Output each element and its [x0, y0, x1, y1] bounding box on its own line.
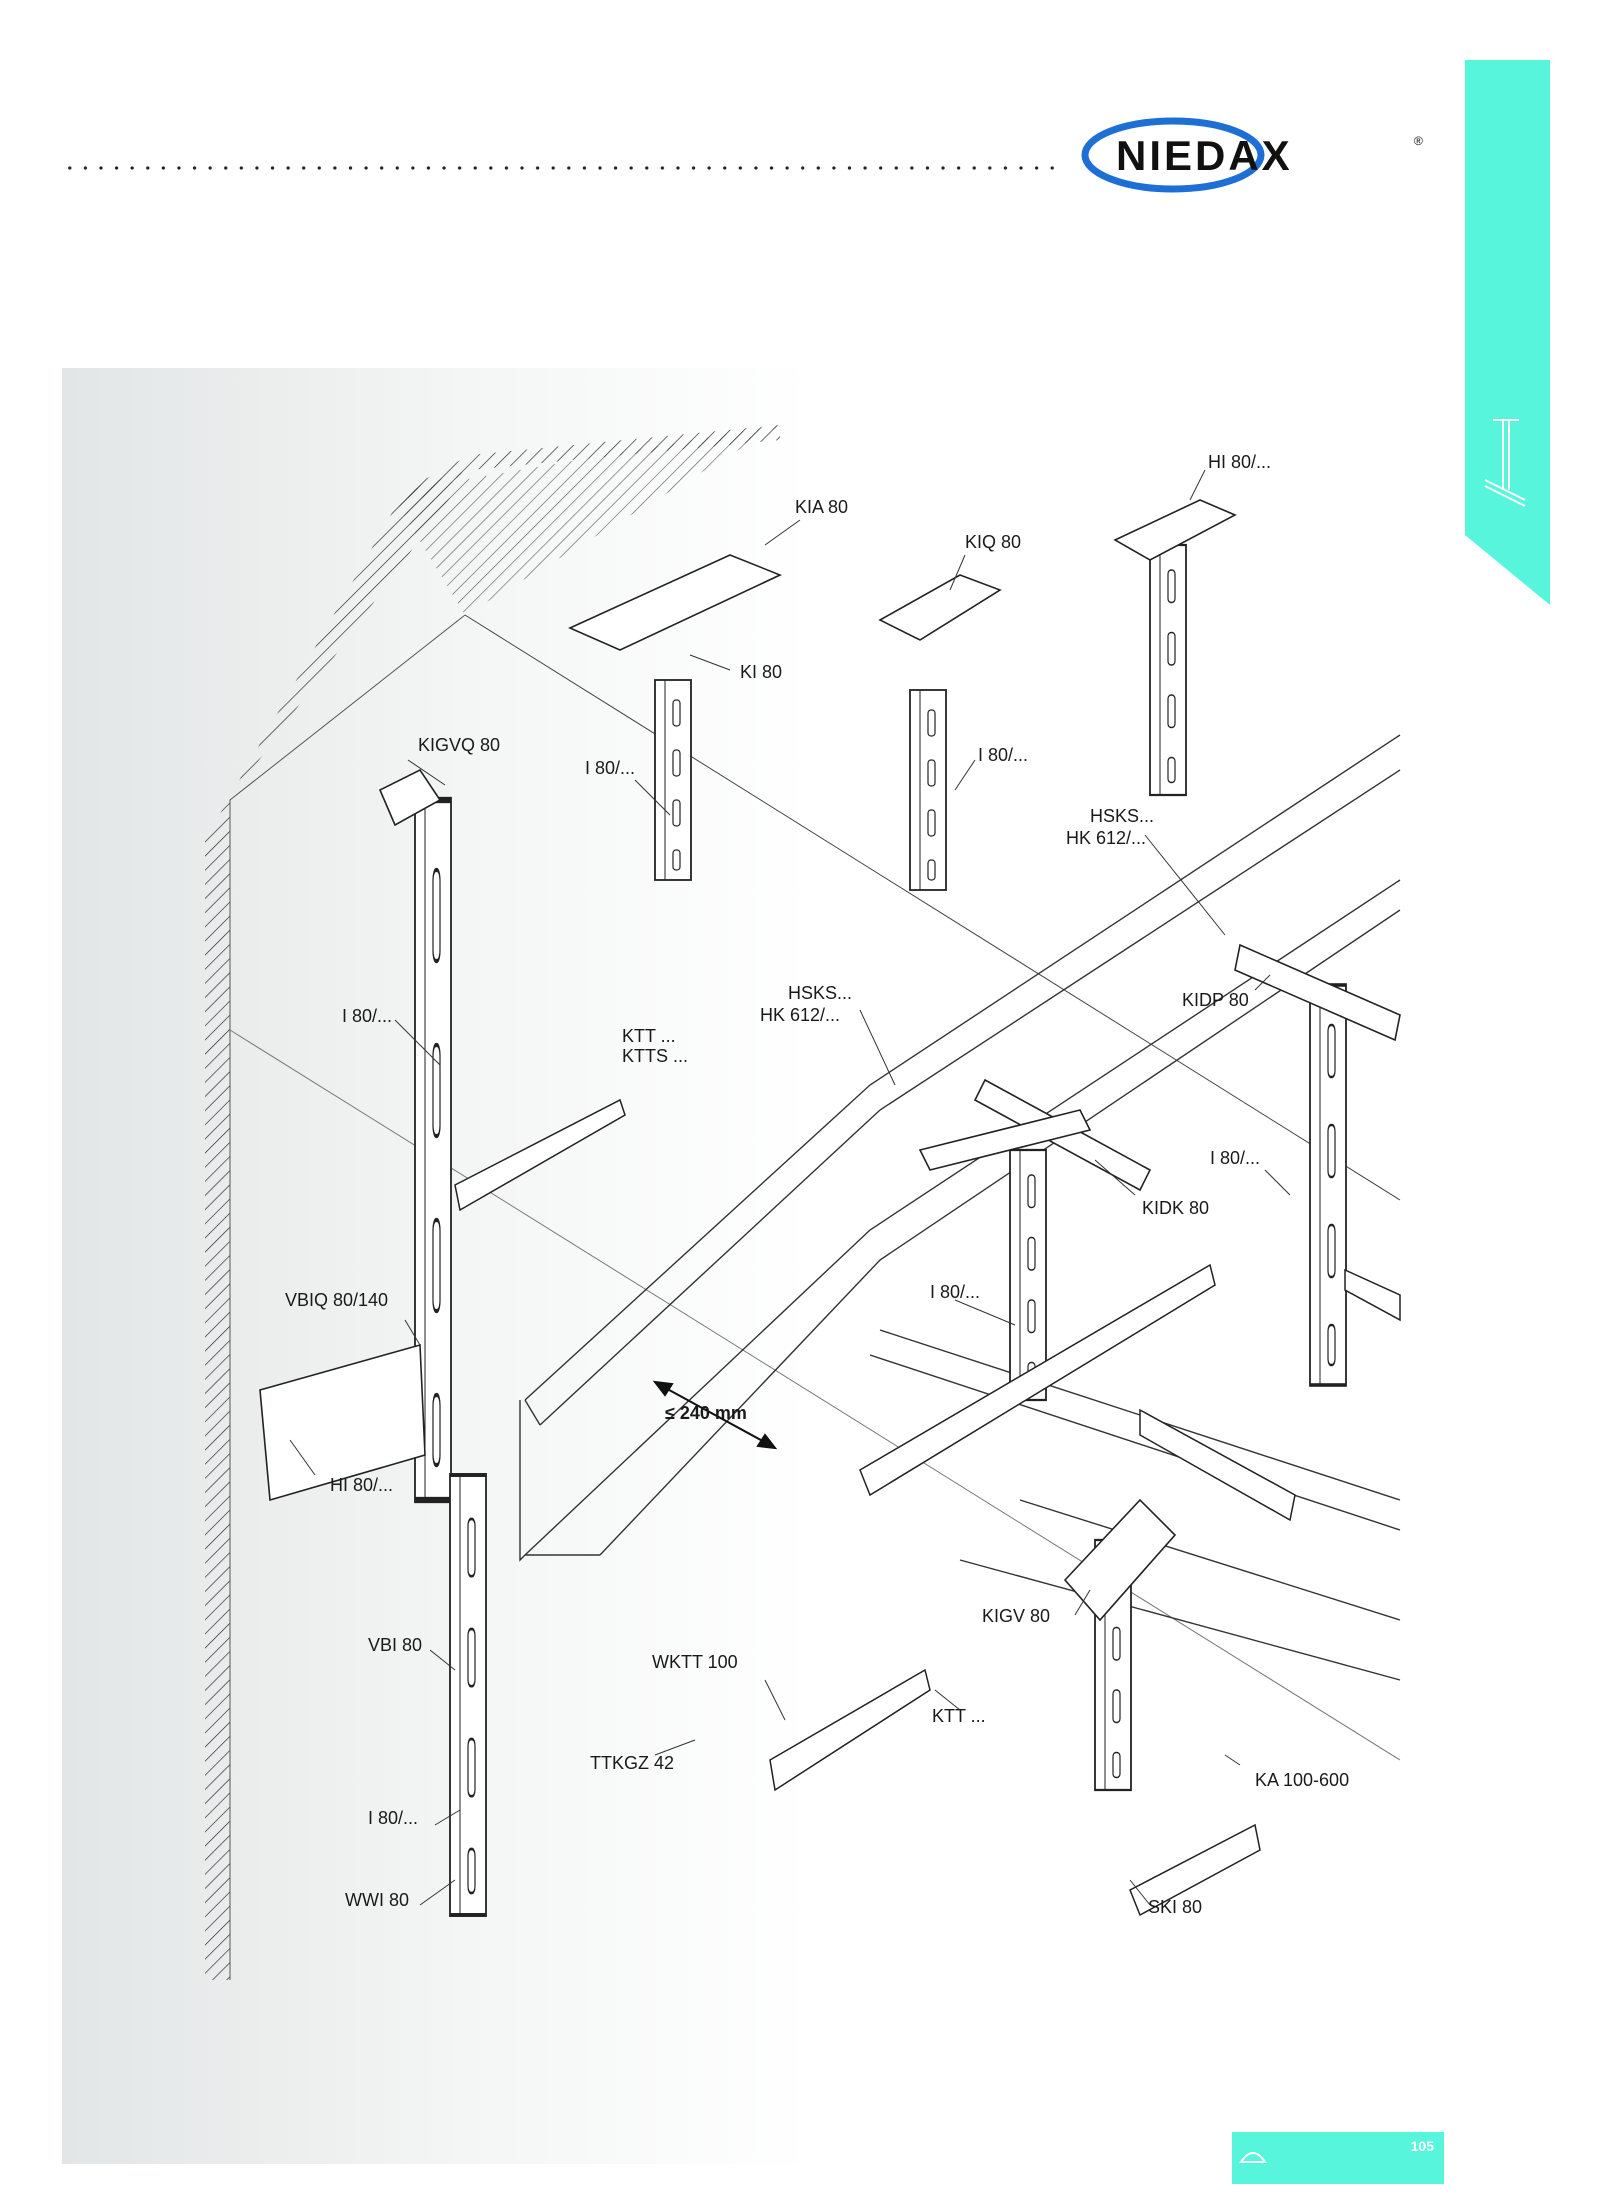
label-i80-left: I 80/...: [342, 1006, 393, 1026]
label-ski80: SKI 80: [1148, 1897, 1203, 1917]
label-hk612-mid: HK 612/...: [760, 1005, 841, 1025]
label-hi80-bottom: HI 80/...: [330, 1475, 394, 1495]
label-vbiq80140: VBIQ 80/140: [285, 1290, 389, 1310]
cable-tray-icon: [1238, 2142, 1268, 2177]
label-ktt: KTT ...: [622, 1026, 676, 1046]
label-ttkgz42: TTKGZ 42: [590, 1753, 675, 1773]
label-ka100600: KA 100-600: [1255, 1770, 1350, 1790]
registered-mark: ®: [1414, 134, 1423, 148]
label-kigvq80: KIGVQ 80: [418, 735, 501, 755]
label-hsks-mid: HSKS...: [788, 983, 853, 1003]
label-kidp80: KIDP 80: [1182, 990, 1249, 1010]
section-tab[interactable]: [1465, 60, 1550, 605]
label-i80-a: I 80/...: [585, 758, 636, 778]
dimension-label: ≤ 240 mm: [665, 1403, 747, 1423]
ceiling-hanger-icon: [1484, 419, 1526, 507]
label-kidk80: KIDK 80: [1142, 1198, 1210, 1218]
label-wktt100: WKTT 100: [652, 1652, 738, 1672]
label-ktts: KTTS ...: [622, 1046, 689, 1066]
dimension-arrow: [652, 1380, 778, 1450]
label-hsks-right: HSKS...: [1090, 806, 1155, 826]
label-wwi80: WWI 80: [345, 1890, 410, 1910]
label-i80-right: I 80/...: [1210, 1148, 1261, 1168]
label-i80-b: I 80/...: [978, 745, 1029, 765]
logo-wordmark: NIEDAX: [1116, 132, 1293, 179]
label-hi80-top: HI 80/...: [1208, 452, 1272, 472]
niedax-logo: NIEDAX ®: [1078, 115, 1438, 195]
label-ktt-bottom: KTT ...: [932, 1706, 986, 1726]
leader-lines: [289, 469, 1291, 1906]
label-i80-mid: I 80/...: [930, 1282, 981, 1302]
label-kigv80: KIGV 80: [982, 1606, 1051, 1626]
page-number: 105: [1410, 2138, 1434, 2154]
label-vbi80: VBI 80: [368, 1635, 423, 1655]
label-ki80: KI 80: [740, 662, 783, 682]
label-kia80: KIA 80: [795, 497, 849, 517]
cantilever-arms: [454, 1098, 1401, 1917]
ceiling-hangers: [259, 499, 1401, 1917]
footer-page-box: 105: [1232, 2132, 1444, 2184]
label-hk612-right: HK 612/...: [1066, 828, 1147, 848]
label-i80-bottom: I 80/...: [368, 1808, 419, 1828]
label-kiq80: KIQ 80: [965, 532, 1022, 552]
dotted-header-rule: [62, 165, 1062, 171]
cable-tray-runs: [519, 734, 1401, 1681]
